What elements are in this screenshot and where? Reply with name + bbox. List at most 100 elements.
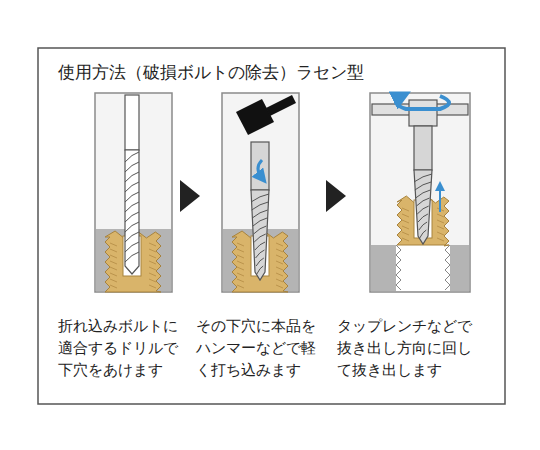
diagram-title: 使用方法（破損ボルトの除去）ラセン型 [58, 60, 364, 85]
spiral-groove [416, 190, 431, 198]
spiral-groove [125, 242, 139, 252]
thread-line [276, 279, 283, 282]
spiral-groove [125, 172, 139, 182]
thread-line [110, 279, 117, 282]
thread-line [149, 249, 156, 252]
step1-illustration [95, 93, 172, 292]
step-caption: その下穴に本品をハンマーなどで軽く打ち込みます [196, 316, 324, 381]
spiral-groove [254, 234, 266, 242]
thread-line [276, 267, 283, 270]
spiral-groove [418, 214, 428, 222]
step3-illustration [370, 93, 470, 292]
hole-thread [396, 245, 401, 290]
spiral-groove [254, 226, 267, 234]
thread-line [402, 208, 409, 211]
step1-illustration [95, 93, 172, 292]
thread-line [402, 220, 409, 223]
thread-line [437, 220, 444, 223]
step2-illustration [222, 93, 299, 292]
thread-line [110, 255, 117, 258]
thread-line [149, 243, 156, 246]
spiral-groove [415, 182, 431, 190]
step-arrow [326, 180, 346, 212]
thread-line [276, 261, 283, 264]
spiral-groove [125, 152, 139, 162]
thread-line [110, 243, 117, 246]
thread-line [402, 238, 409, 241]
thread-line [437, 238, 444, 241]
threaded-hole [396, 245, 450, 291]
thread-line [276, 285, 283, 288]
spiral-groove [125, 212, 139, 222]
spiral-groove [125, 232, 139, 242]
thread-line [149, 261, 156, 264]
thread-line [110, 261, 117, 264]
rotation-arrow [258, 160, 262, 178]
spiral-groove [417, 206, 428, 214]
step-caption: 折れ込みボルトに適合するドリルで下穴をあけます [58, 316, 186, 381]
extractor-shank [414, 126, 432, 170]
tap-wrench-chuck [409, 100, 437, 126]
spiral-groove [125, 192, 139, 202]
thread-line [110, 249, 117, 252]
spiral-groove [416, 198, 429, 206]
spiral-groove [125, 252, 139, 262]
extractor-shank [251, 142, 269, 190]
thread-line [110, 273, 117, 276]
extractor-tip [251, 190, 269, 280]
spiral-groove [125, 162, 139, 172]
spiral-groove [419, 222, 427, 230]
spiral-groove [252, 210, 267, 218]
thread-line [237, 279, 244, 282]
spiral-groove [125, 222, 139, 232]
rotation-arrow [396, 96, 449, 109]
thread-line [237, 285, 244, 288]
step-arrow [180, 180, 200, 212]
spiral-groove [256, 258, 264, 266]
spiral-groove [125, 202, 139, 212]
thread-line [276, 243, 283, 246]
spiral-groove [255, 242, 265, 250]
step2-illustration [222, 93, 299, 292]
step-caption: タップレンチなどで抜き出し方向に回して抜き出します [337, 316, 480, 381]
thread-line [402, 226, 409, 229]
thread-line [149, 273, 156, 276]
thread-line [110, 267, 117, 270]
thread-line [149, 267, 156, 270]
thread-line [437, 214, 444, 217]
spiral-groove [125, 182, 139, 192]
thread-line [237, 273, 244, 276]
thread-line [402, 214, 409, 217]
thread-line [276, 255, 283, 258]
step3-illustration [370, 93, 470, 292]
thread-line [149, 255, 156, 258]
hole-thread [445, 245, 450, 290]
thread-line [276, 249, 283, 252]
thread-line [402, 232, 409, 235]
thread-line [276, 273, 283, 276]
thread-line [237, 255, 244, 258]
thread-line [237, 267, 244, 270]
thread-line [437, 226, 444, 229]
pull-arrow [439, 186, 441, 212]
drill-shank [125, 95, 139, 150]
spiral-groove [257, 266, 263, 274]
spiral-groove [251, 194, 269, 202]
drill-bit [125, 150, 139, 274]
spiral-groove [414, 174, 432, 182]
thread-line [149, 279, 156, 282]
spiral-groove [256, 250, 265, 258]
step3-illustration [371, 245, 469, 291]
thread-line [237, 249, 244, 252]
hammer-handle [266, 95, 296, 116]
extractor-tip [414, 170, 432, 244]
thread-line [149, 285, 156, 288]
thread-line [437, 232, 444, 235]
bolt-and-tools [105, 95, 468, 292]
spiral-groove [252, 202, 269, 210]
outer-frame [38, 48, 505, 404]
thread-line [110, 285, 117, 288]
spiral-groove [253, 218, 267, 226]
hammer-head [236, 99, 274, 135]
thread-line [237, 243, 244, 246]
